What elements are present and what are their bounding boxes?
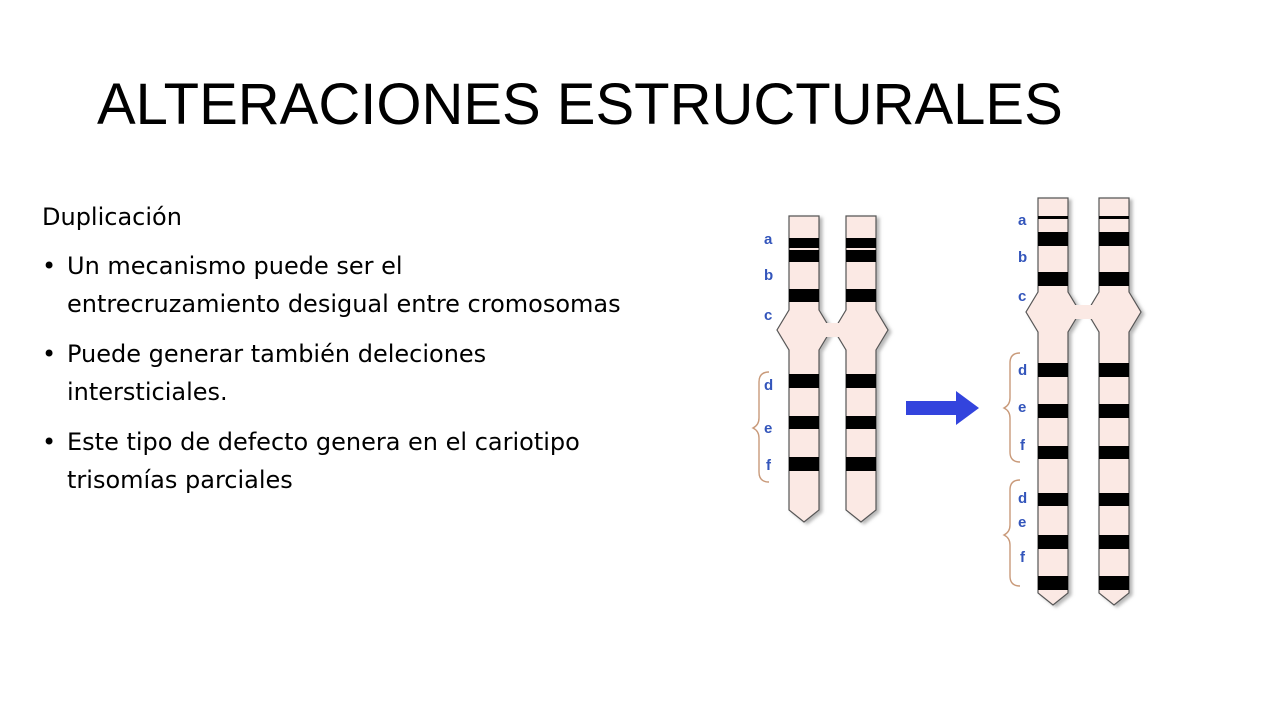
slide-title: ALTERACIONES ESTRUCTURALES: [97, 72, 1063, 137]
bullet-icon: •: [42, 252, 57, 280]
bands-after: [1038, 216, 1129, 590]
bullet-item: • Un mecanismo puede ser el entrecruzami…: [42, 247, 622, 323]
centromere-bridge: [818, 323, 847, 337]
chromosome-duplication-diagram: a b c d e f: [740, 180, 1160, 620]
bullet-text: Puede generar también deleciones interst…: [67, 340, 487, 406]
bullet-icon: •: [42, 428, 57, 456]
labels-after: a b c d e f d e f: [1018, 212, 1027, 566]
chromosome-pair-before: a b c d e f: [751, 215, 889, 523]
band-label: a: [1018, 212, 1027, 229]
bullet-item: • Puede generar también deleciones inter…: [42, 335, 622, 411]
diagram-svg: a b c d e f: [751, 197, 1142, 606]
brace-after-first: [1002, 352, 1021, 463]
bands-before: [789, 238, 876, 471]
band-label: e: [1018, 399, 1026, 416]
brace-before: [751, 371, 770, 483]
section-heading: Duplicación: [42, 203, 182, 231]
band-label: e: [1018, 514, 1026, 531]
band-label: d: [764, 377, 773, 394]
band-label: f: [1020, 437, 1026, 454]
slide-body: Duplicación • Un mecanismo puede ser el …: [42, 197, 622, 511]
arrow-icon: [906, 391, 979, 425]
band-label: d: [1018, 362, 1027, 379]
chromosome-pair-after: a b c d e f d e f: [1002, 197, 1142, 606]
centromere-bridge: [1067, 305, 1100, 319]
band-label: b: [764, 267, 773, 284]
band-label: b: [1018, 249, 1027, 266]
bullet-item: • Este tipo de defecto genera en el cari…: [42, 423, 622, 499]
band-label: e: [764, 420, 772, 437]
band-label: a: [764, 231, 773, 248]
brace-after-duplicate: [1002, 479, 1021, 587]
bullet-icon: •: [42, 340, 57, 368]
band-label: f: [1020, 549, 1026, 566]
bullet-text: Un mecanismo puede ser el entrecruzamien…: [67, 252, 621, 318]
bullet-text: Este tipo de defecto genera en el cariot…: [67, 428, 580, 494]
bullet-list: • Un mecanismo puede ser el entrecruzami…: [42, 247, 622, 499]
band-label: c: [764, 307, 772, 324]
band-label: d: [1018, 490, 1027, 507]
band-label: f: [766, 457, 772, 474]
band-label: c: [1018, 288, 1026, 305]
labels-before: a b c d e f: [764, 231, 773, 474]
